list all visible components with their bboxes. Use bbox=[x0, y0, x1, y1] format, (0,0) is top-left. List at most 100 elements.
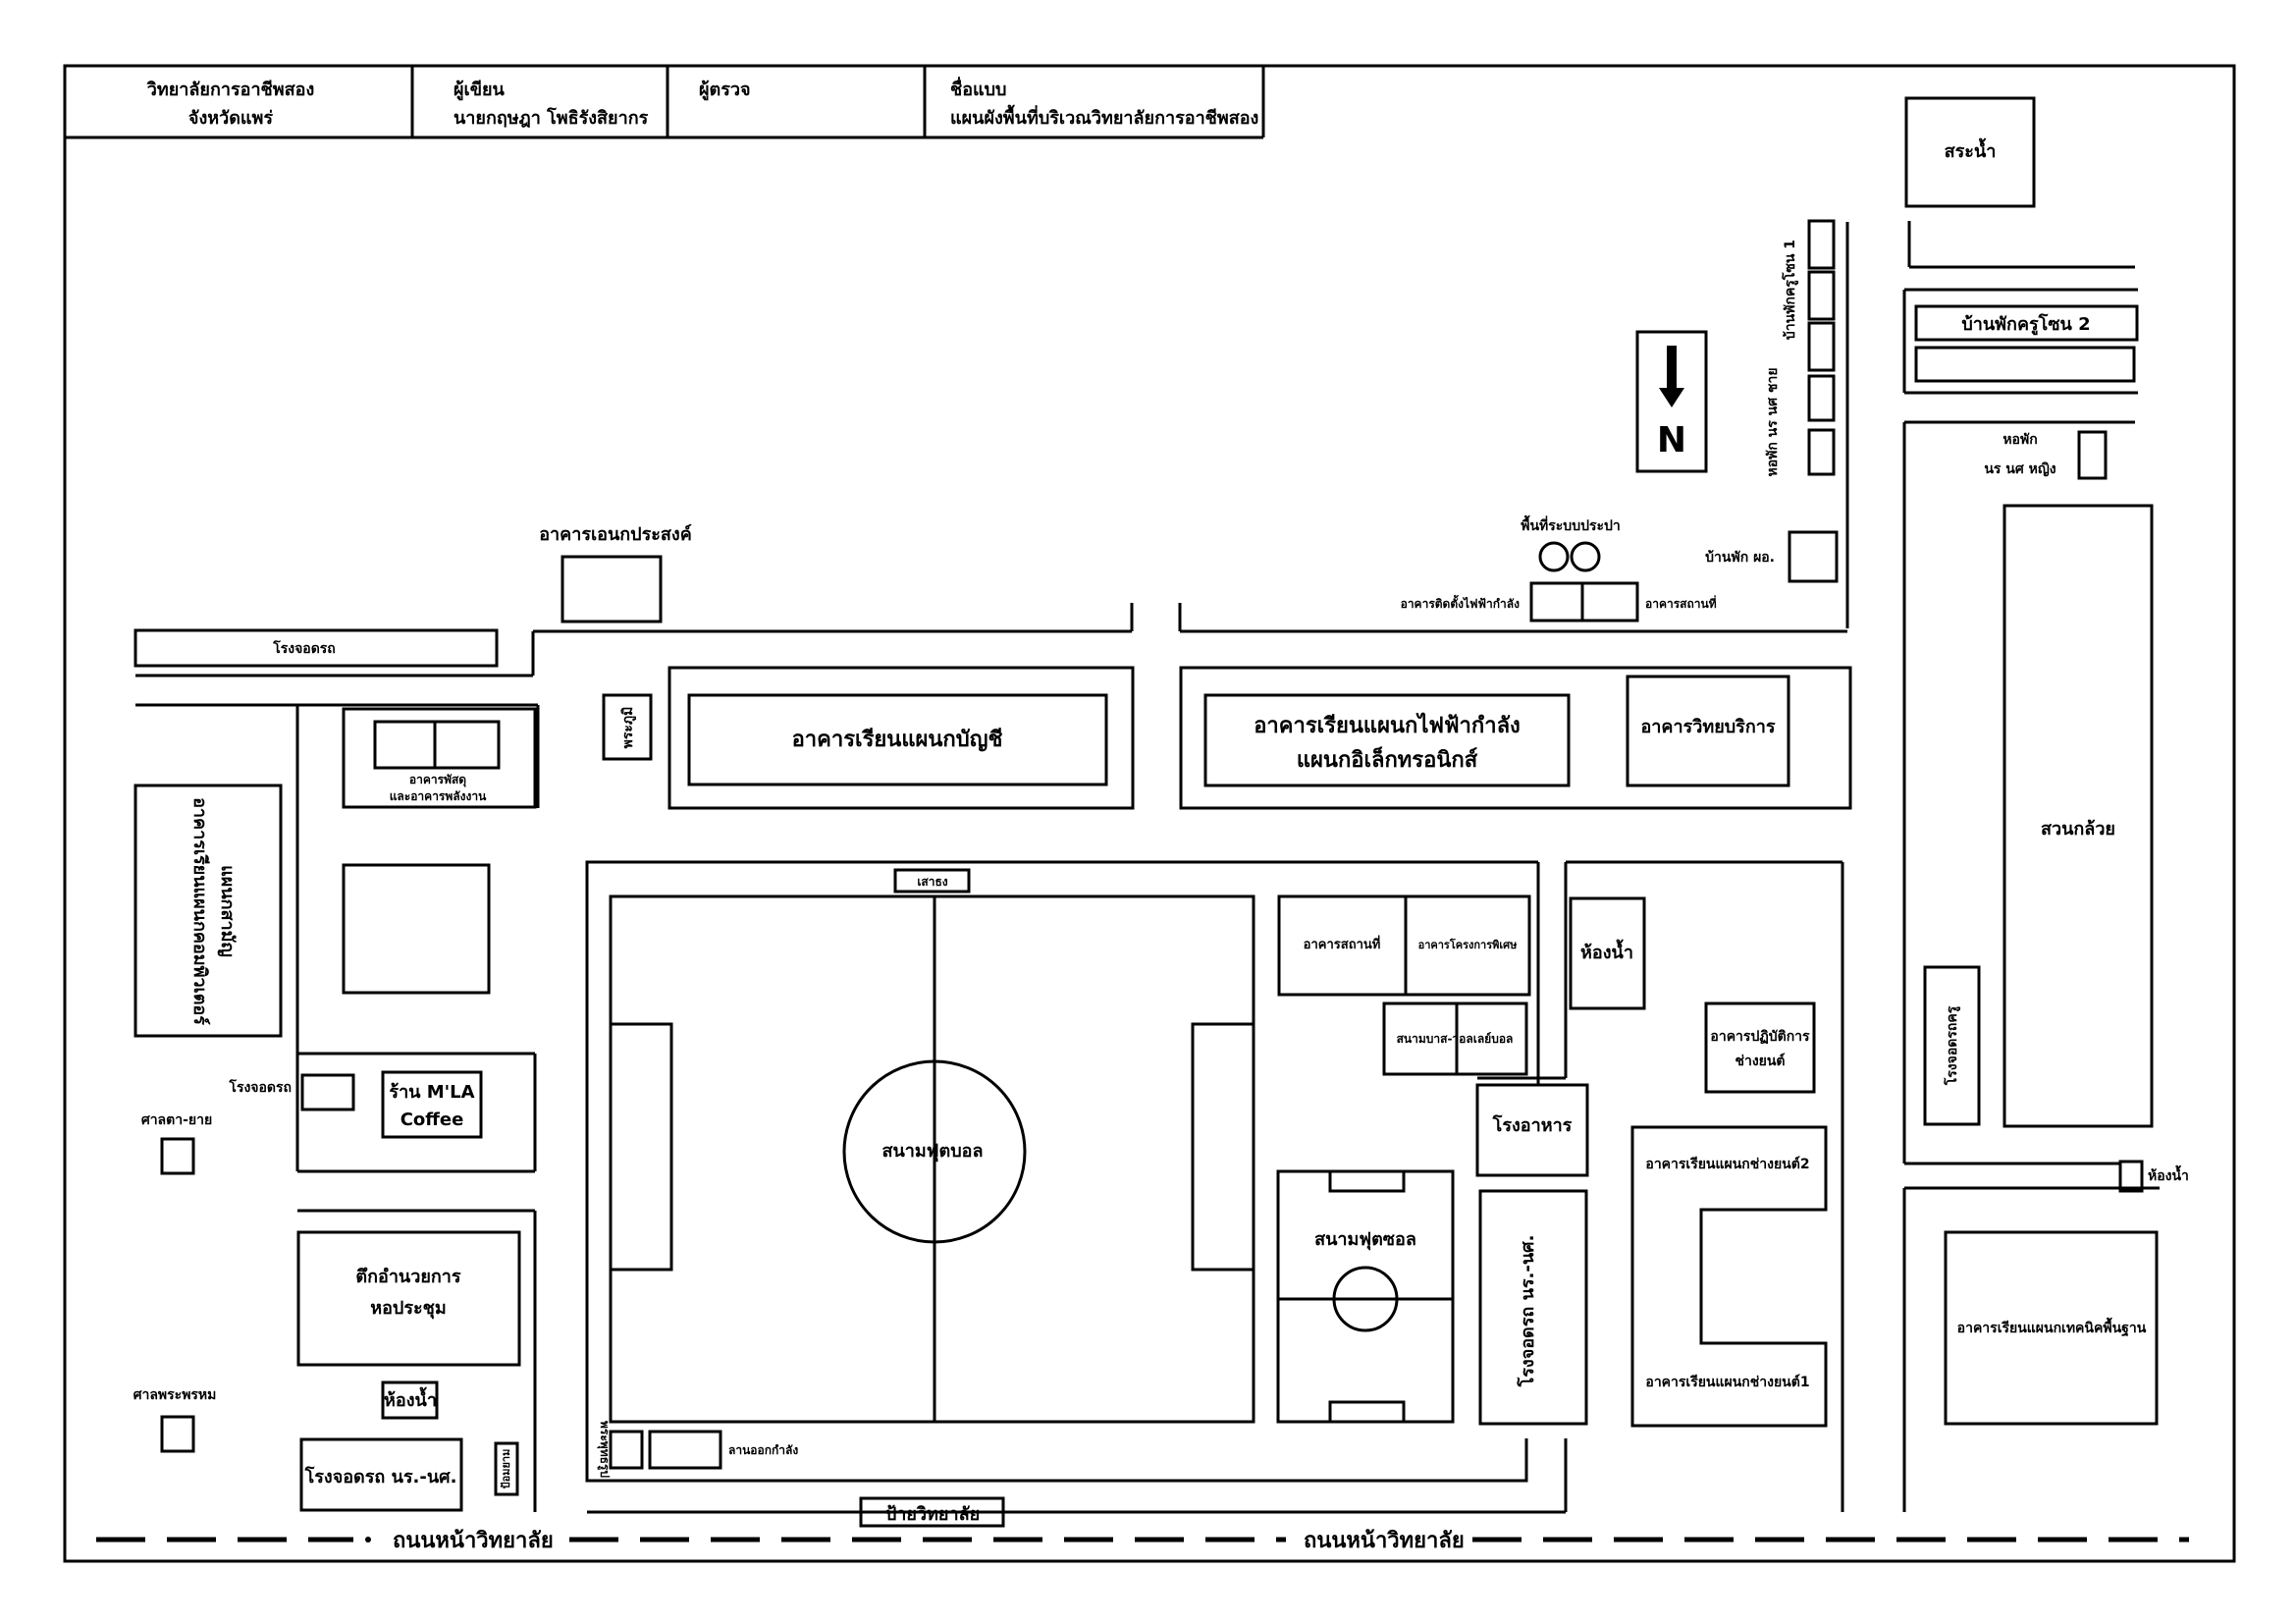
compass-frame bbox=[1635, 330, 1708, 473]
buddha-shrine bbox=[609, 1430, 644, 1470]
student-garage-left bbox=[299, 1437, 463, 1512]
dorm-female-label-2: นร นศ หญิง bbox=[1984, 461, 2056, 477]
sala-label: ศาลตา-ยาย bbox=[141, 1112, 212, 1128]
road-label-right: ถนนหน้าวิทยาลัย bbox=[1304, 1529, 1465, 1553]
director-house-label: บ้านพัก ผอ. bbox=[1705, 550, 1775, 566]
road-label-left: ถนนหน้าวิทยาลัย bbox=[393, 1529, 554, 1553]
banana-garden bbox=[2002, 504, 2154, 1128]
dorm-unit bbox=[1807, 428, 1836, 476]
computer-label-2: แผนกสามัญ bbox=[217, 865, 238, 957]
basic-tech-label: อาคารเรียนแผนกเทคนิคพื้นฐาน bbox=[1957, 1317, 2147, 1337]
compass-letter: N bbox=[1657, 420, 1686, 460]
auto-bldg-1-label: อาคารเรียนแผนกช่างยนต์1 bbox=[1645, 1374, 1809, 1390]
power-install-label: อาคารติดตั้งไฟฟ้ากำลัง bbox=[1401, 594, 1521, 611]
garage-top-label: โรงจอดรถ bbox=[272, 639, 336, 657]
auto-workshop bbox=[1704, 1001, 1816, 1094]
north-arrow-icon bbox=[1659, 388, 1684, 407]
flagpole-label: เสาธง bbox=[917, 875, 947, 889]
college-province: จังหวัดแพร่ bbox=[188, 108, 273, 129]
auto-bldg-2-label: อาคารเรียนแผนกช่างยนต์2 bbox=[1645, 1156, 1809, 1172]
penalty-area-left bbox=[609, 1022, 673, 1272]
special-projects-label: อาคารโครงการพิเศษ bbox=[1418, 938, 1519, 951]
toilet-mid bbox=[1569, 896, 1646, 1010]
facilities-building-top bbox=[1580, 581, 1639, 623]
multipurpose-label: อาคารเอนกประสงค์ bbox=[539, 523, 691, 545]
canteen bbox=[1475, 1083, 1589, 1177]
brahma-shrine bbox=[160, 1415, 195, 1453]
garage-top bbox=[133, 628, 499, 668]
water-tank bbox=[1570, 541, 1601, 572]
dorm-female-label: หอพัก bbox=[2002, 432, 2037, 448]
water-tank bbox=[1538, 541, 1570, 572]
computer-building bbox=[133, 784, 283, 1038]
accounting-building bbox=[687, 693, 1108, 786]
drawing-name: แผนผังพื้นที่บริเวณวิทยาลัยการอาชีพสอง bbox=[950, 104, 1258, 129]
basic-tech-building bbox=[1944, 1230, 2159, 1426]
banana-garden-label: สวนกล้วย bbox=[2041, 819, 2115, 839]
electric-label-1: อาคารเรียนแผนกไฟฟ้ากำลัง bbox=[1254, 712, 1521, 738]
map-frame bbox=[63, 64, 2236, 1563]
phra-phum-shrine bbox=[602, 693, 653, 761]
toilet-left-label: ห้องน้ำ bbox=[384, 1386, 437, 1411]
college-name: วิทยาลัยการอาชีพสอง bbox=[146, 80, 314, 100]
supply-label-1: อาคารพัสดุ bbox=[409, 773, 466, 787]
supply-building bbox=[373, 720, 501, 770]
flagpole bbox=[893, 868, 971, 893]
teacher-house-zone2-row bbox=[1914, 346, 2136, 383]
vocational-service-building bbox=[1626, 675, 1790, 787]
gym-area bbox=[648, 1430, 722, 1470]
cafe-label-2: Coffee bbox=[400, 1110, 464, 1130]
admin-label-2: หอประชุม bbox=[370, 1298, 447, 1320]
pond bbox=[1904, 96, 2036, 208]
director-house bbox=[1788, 530, 1839, 583]
futsal-label: สนามฟุตซอล bbox=[1314, 1229, 1416, 1251]
facilities-mid-label: อาคารสถานที่ bbox=[1304, 935, 1381, 952]
compass: N bbox=[1635, 330, 1708, 473]
accounting-label: อาคารเรียนแผนกบัญชี bbox=[792, 728, 1003, 752]
teacher-house-1-label: บ้านพักครูโซน 1 bbox=[1781, 240, 1798, 340]
cafe bbox=[381, 1070, 483, 1139]
garage-left-label: โรงจอดรถ bbox=[228, 1078, 292, 1096]
auto-buildings bbox=[1630, 1125, 1828, 1428]
author-label: ผู้เขียน bbox=[454, 80, 506, 101]
multipurpose-building bbox=[561, 555, 663, 623]
field-enclosure bbox=[585, 860, 1538, 1483]
teacher-house-unit bbox=[1807, 321, 1836, 372]
teacher-house-unit bbox=[1807, 270, 1836, 321]
auto-workshop-label-2: ช่างยนต์ bbox=[1735, 1053, 1785, 1069]
guard-post bbox=[494, 1441, 519, 1496]
sala-shrine bbox=[160, 1137, 195, 1175]
vocational-service-label: อาคารวิทยบริการ bbox=[1640, 717, 1775, 737]
futsal-field bbox=[1276, 1169, 1455, 1424]
teacher-garage bbox=[1923, 965, 1981, 1126]
college-sign-label: ป้ายวิทยาลัย bbox=[885, 1504, 980, 1525]
facilities-top-label: อาคารสถานที่ bbox=[1645, 595, 1717, 611]
brahma-label: ศาลพระพรหม bbox=[133, 1387, 217, 1403]
toilet-mid-label: ห้องน้ำ bbox=[1580, 939, 1633, 963]
unnamed-building bbox=[342, 863, 491, 995]
admin-building bbox=[296, 1230, 521, 1367]
guard-label: ป้อมยาม bbox=[500, 1449, 512, 1489]
dorm-male-label: หอพัก นร นศ ชาย bbox=[1765, 367, 1781, 476]
student-garage-right-label: โรงจอดรถ นร.-นศ. bbox=[1517, 1235, 1538, 1388]
teacher-house-zone2 bbox=[1914, 304, 2139, 342]
penalty-area-right bbox=[1191, 1022, 1255, 1272]
cafe-label-1: ร้าน M'LA bbox=[389, 1082, 474, 1103]
basketball-label: สนามบาส-วอลเลย์บอล bbox=[1397, 1032, 1514, 1046]
pond-label: สระน้ำ bbox=[1945, 137, 1997, 162]
author-name: นายกฤษฎา โพธิรังสิยากร bbox=[454, 107, 649, 129]
toilet-left bbox=[381, 1380, 439, 1420]
canteen-label: โรงอาหาร bbox=[1492, 1114, 1573, 1136]
checker-label: ผู้ตรวจ bbox=[699, 80, 751, 101]
power-install-building bbox=[1529, 581, 1584, 623]
electric-building bbox=[1203, 693, 1571, 787]
teacher-garage-label: โรงจอดรถครู bbox=[1943, 1005, 1960, 1086]
auto-workshop-label-1: อาคารปฏิบัติการ bbox=[1710, 1029, 1810, 1045]
water-system-label: พื้นที่ระบบประปา bbox=[1521, 514, 1621, 534]
drawing-label: ชื่อแบบ bbox=[950, 77, 1006, 100]
toilet-right-label: ห้องน้ำ bbox=[2148, 1164, 2189, 1184]
supply-label-2: และอาคารพลังงาน bbox=[390, 789, 487, 803]
computer-label-1: อาคารเรียนแผนกคอมพิวเตอร์ bbox=[189, 797, 211, 1025]
student-garage-right bbox=[1478, 1189, 1588, 1426]
